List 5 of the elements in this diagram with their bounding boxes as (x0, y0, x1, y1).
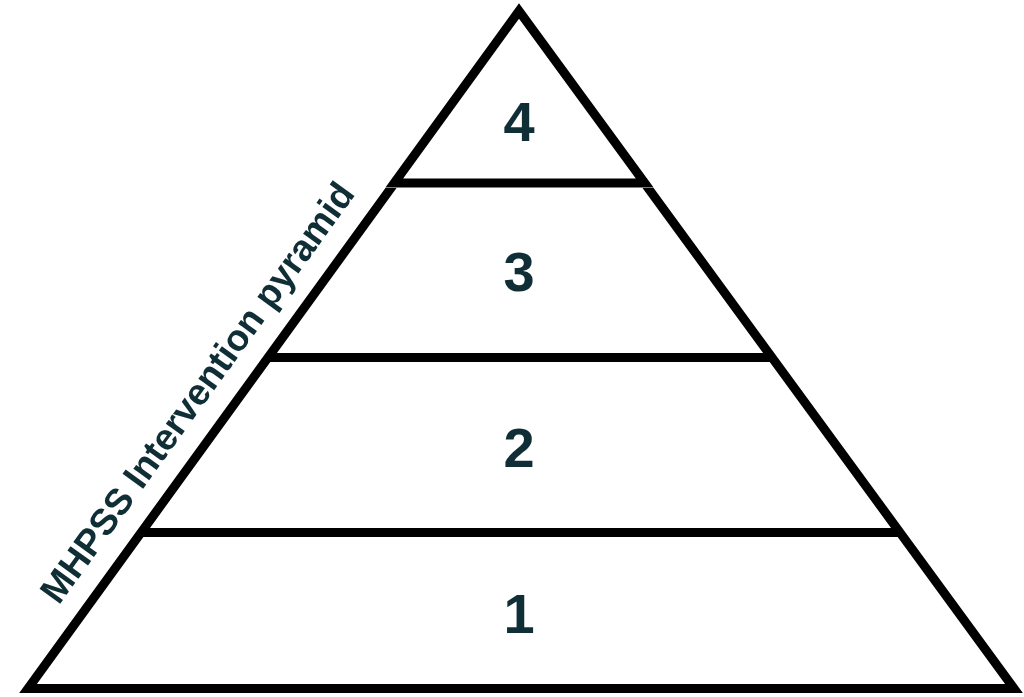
tier-number: 1 (503, 586, 535, 642)
pyramid-tier (384, 2, 655, 188)
tier-number: 2 (503, 420, 535, 476)
tier-number: 3 (503, 244, 535, 300)
tier-number: 4 (503, 94, 535, 150)
